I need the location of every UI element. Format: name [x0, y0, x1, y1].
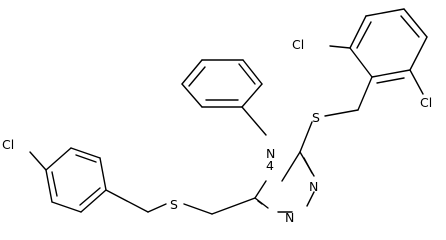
triazole-ring: [254, 151, 315, 213]
label-n4: N: [266, 146, 275, 161]
chlorophenyl-ring-left: [45, 147, 107, 213]
methylene-thio-linker: [105, 189, 256, 215]
bond-c-cl-right: [409, 69, 424, 95]
label-cl-top: Cl: [292, 37, 304, 52]
bond-c-s-upper: [299, 121, 313, 153]
label-cl-left: Cl: [2, 137, 14, 152]
label-n4-suffix: 4: [266, 158, 274, 173]
label-n2: N: [309, 179, 318, 194]
phenyl-ring: [181, 59, 267, 136]
bond-c-cl-top: [329, 45, 351, 49]
dichlorobenzyl-group: [324, 8, 428, 117]
label-n1: N: [285, 210, 294, 225]
structure-canvas: Cl Cl Cl S S N 4 N N: [2, 8, 432, 225]
bond-c-cl-left: [29, 151, 47, 171]
label-cl-right: Cl: [420, 95, 432, 110]
label-s-bridge: S: [170, 197, 178, 212]
molecule-drawing: Cl Cl Cl S S N 4 N N: [2, 8, 432, 225]
label-s-upper: S: [312, 110, 320, 125]
